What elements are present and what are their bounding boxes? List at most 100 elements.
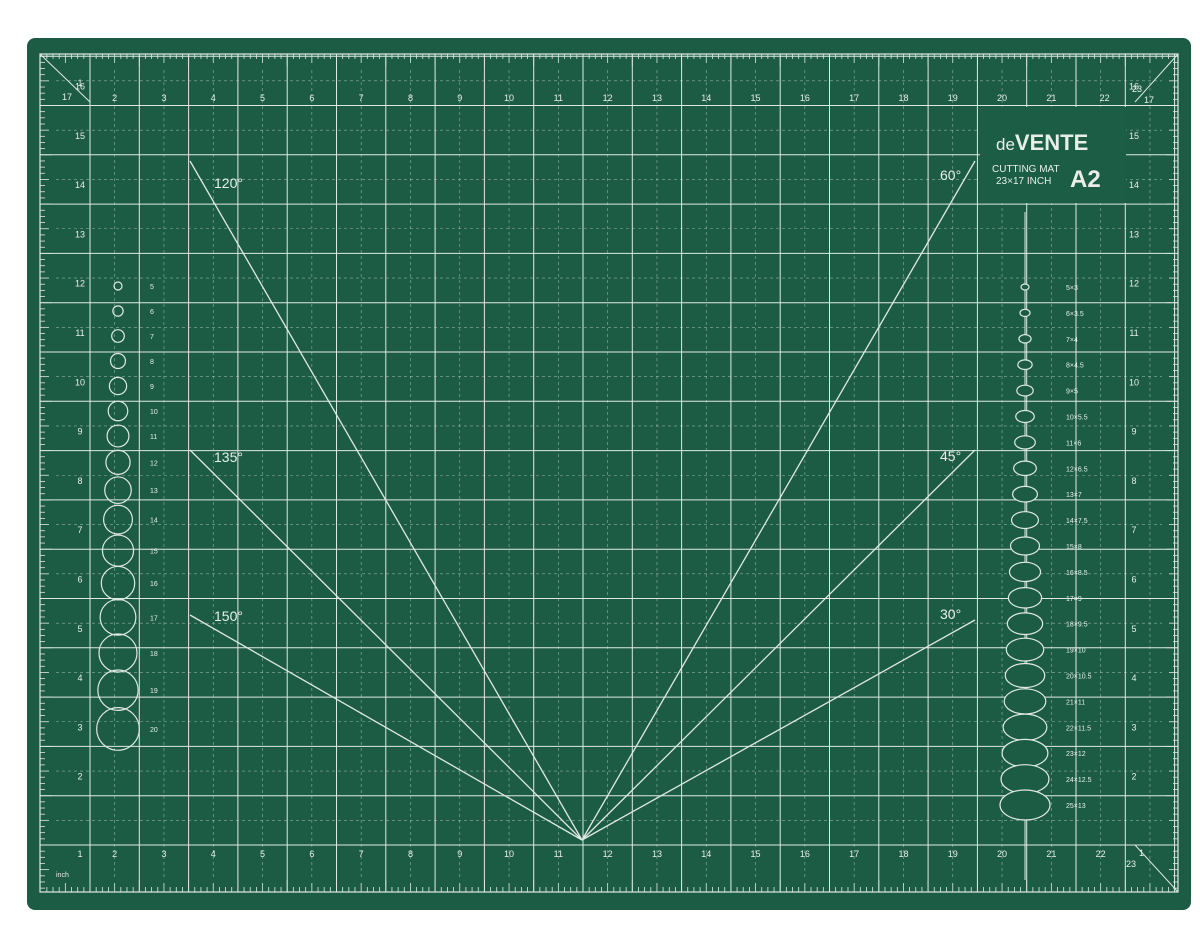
ellipse-template-hole bbox=[1000, 764, 1050, 795]
outer-frame bbox=[39, 53, 1179, 893]
angle-guide-line bbox=[581, 619, 976, 841]
ruler-number-bottom: 10 bbox=[504, 849, 514, 859]
ellipse-template-hole bbox=[1009, 536, 1041, 556]
ruler-number-top: 18 bbox=[898, 93, 908, 103]
brand-size-code: A2 bbox=[1070, 166, 1101, 193]
ruler-number-right: 5 bbox=[1131, 624, 1136, 634]
ruler-number-bottom: 5 bbox=[260, 849, 265, 859]
ruler-number-top: 7 bbox=[359, 93, 364, 103]
angle-label-30: 30° bbox=[940, 606, 961, 622]
ruler-number-left: 8 bbox=[77, 476, 82, 486]
corner-number-top-right-a: 23 bbox=[1132, 84, 1142, 94]
ellipse-template-label: 16×8.5 bbox=[1066, 570, 1088, 577]
ruler-number-top: 22 bbox=[1100, 93, 1110, 103]
circle-template-label: 19 bbox=[150, 688, 158, 695]
ellipse-template-hole bbox=[1020, 283, 1030, 291]
corner-number-bottom-right-a: 1 bbox=[1139, 848, 1144, 858]
ellipse-template-label: 7×4 bbox=[1066, 337, 1078, 344]
ruler-number-bottom: 19 bbox=[948, 849, 958, 859]
ellipse-template-hole bbox=[1005, 637, 1045, 662]
ruler-number-left: 3 bbox=[77, 722, 82, 732]
ellipse-template-label: 13×7 bbox=[1066, 492, 1082, 499]
ellipse-template-label: 14×7.5 bbox=[1066, 518, 1088, 525]
circle-template-hole bbox=[97, 669, 139, 711]
ellipse-template-label: 17×9 bbox=[1066, 596, 1082, 603]
corner-diagonal bbox=[1134, 53, 1179, 103]
ellipse-template-hole bbox=[1002, 713, 1048, 742]
ellipse-template-hole bbox=[1018, 333, 1032, 344]
ellipse-template-hole bbox=[1014, 435, 1036, 450]
angle-label-60: 60° bbox=[940, 167, 961, 183]
ruler-number-top: 15 bbox=[751, 93, 761, 103]
ruler-number-left: 11 bbox=[75, 328, 84, 338]
angle-label-135: 135° bbox=[214, 449, 243, 465]
ruler-number-bottom: 14 bbox=[701, 849, 711, 859]
ruler-number-bottom: 20 bbox=[997, 849, 1007, 859]
circle-template-label: 12 bbox=[150, 460, 158, 467]
ellipse-template-hole bbox=[1015, 409, 1035, 424]
mat-body bbox=[27, 38, 1191, 910]
ellipse-template-label: 22×11.5 bbox=[1066, 725, 1091, 732]
ruler-number-right: 9 bbox=[1131, 427, 1136, 437]
circle-template-label: 6 bbox=[150, 309, 154, 316]
ellipse-template-label: 20×10.5 bbox=[1066, 674, 1092, 681]
ruler-number-right: 8 bbox=[1131, 476, 1136, 486]
ellipse-template-hole bbox=[1004, 662, 1046, 689]
ellipse-template-hole bbox=[999, 789, 1051, 821]
ellipse-template-hole bbox=[1008, 561, 1042, 583]
brand-logo-main: VENTE bbox=[1015, 130, 1088, 155]
ruler-number-left: 10 bbox=[75, 377, 85, 387]
brand-logo: deVENTE bbox=[996, 130, 1088, 155]
grid-lines bbox=[39, 53, 1179, 893]
ellipse-template-label: 18×9.5 bbox=[1066, 622, 1088, 629]
circle-template-label: 15 bbox=[150, 549, 158, 556]
ruler-number-left: 2 bbox=[77, 772, 82, 782]
ruler-number-bottom: 7 bbox=[359, 849, 364, 859]
ruler-number-top: 20 bbox=[997, 93, 1007, 103]
ruler-number-top: 2 bbox=[112, 93, 117, 103]
ruler-number-bottom: 9 bbox=[457, 849, 462, 859]
ruler-number-bottom: 4 bbox=[211, 849, 216, 859]
ruler-number-bottom: 16 bbox=[800, 849, 810, 859]
ellipse-template-hole bbox=[1019, 308, 1031, 318]
circle-template-hole bbox=[99, 598, 137, 636]
ruler-number-top: 11 bbox=[554, 93, 563, 103]
ruler-number-bottom: 3 bbox=[161, 849, 166, 859]
brand-box: deVENTE CUTTING MAT 23×17 INCH A2 bbox=[980, 107, 1126, 203]
circle-template-hole bbox=[106, 424, 130, 448]
ruler-number-left: 4 bbox=[77, 673, 82, 683]
circle-template-label: 8 bbox=[150, 359, 154, 366]
angle-guides bbox=[189, 160, 976, 841]
circle-template-hole bbox=[113, 281, 123, 291]
ellipse-template-label: 21×11 bbox=[1066, 699, 1085, 706]
ruler-number-left: 7 bbox=[77, 525, 82, 535]
ellipse-template-label: 24×12.5 bbox=[1066, 777, 1092, 784]
brand-line-1: CUTTING MAT bbox=[992, 164, 1060, 175]
circle-template-hole bbox=[108, 376, 128, 396]
angle-guide-line bbox=[189, 614, 583, 841]
circle-template-hole bbox=[107, 400, 129, 422]
ruler-number-right: 16 bbox=[1129, 82, 1139, 92]
corner-number-top-right-b: 17 bbox=[1144, 95, 1154, 105]
ellipse-template-label: 25×13 bbox=[1066, 803, 1086, 810]
ruler-number-top: 8 bbox=[408, 93, 413, 103]
circle-template-label: 9 bbox=[150, 384, 154, 391]
ellipse-template-label: 8×4.5 bbox=[1066, 363, 1084, 370]
circle-template-hole bbox=[112, 305, 124, 317]
circle-template-label: 14 bbox=[150, 518, 158, 525]
brand-logo-prefix: de bbox=[996, 135, 1015, 154]
angle-guide-line bbox=[581, 160, 976, 841]
ruler-number-top: 9 bbox=[457, 93, 462, 103]
corner-diagonal bbox=[39, 53, 91, 103]
ellipse-template-label: 15×8 bbox=[1066, 544, 1082, 551]
angle-label-150: 150° bbox=[214, 608, 243, 624]
ellipse-template-hole bbox=[1007, 586, 1043, 609]
ruler-number-bottom: 18 bbox=[898, 849, 908, 859]
ruler-number-left: 5 bbox=[77, 624, 82, 634]
circle-template-label: 13 bbox=[150, 488, 158, 495]
angle-label-120: 120° bbox=[214, 175, 243, 191]
ruler-number-top: 13 bbox=[652, 93, 662, 103]
ruler-number-top: 5 bbox=[260, 93, 265, 103]
ellipse-template-hole bbox=[1011, 485, 1038, 503]
